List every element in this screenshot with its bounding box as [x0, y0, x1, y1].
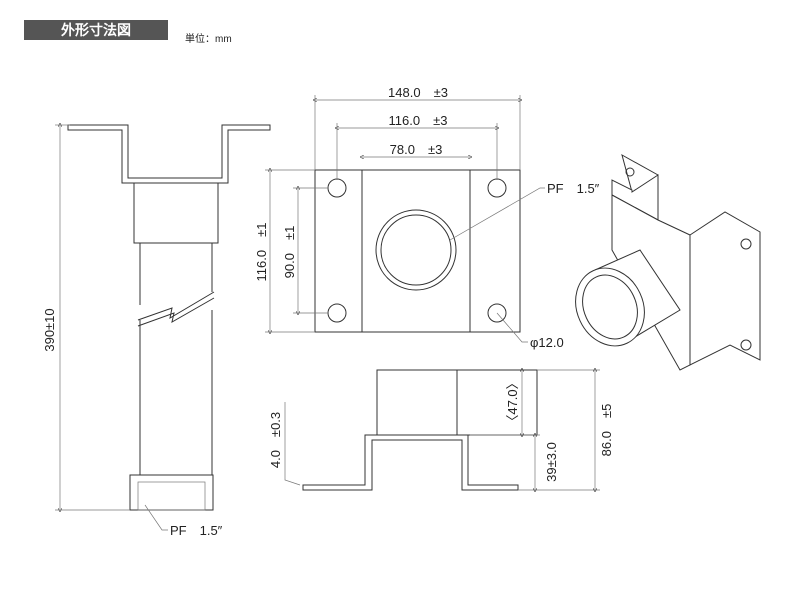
socket-dimension: 〈47.0〉	[505, 376, 520, 427]
bracket-height-dimension: 39±3.0	[544, 442, 559, 482]
hole-diameter-label: φ12.0	[530, 335, 564, 350]
width-holes-dimension: 116.0 ±3	[389, 113, 448, 128]
bracket-side-view: 4.0 ±0.3 〈47.0〉 39±3.0 86.0 ±5	[268, 370, 614, 490]
plate-top-view: 148.0 ±3 116.0 ±3 78.0 ±3 116.0 ±1 90.0 …	[254, 85, 600, 350]
width-outer-dimension: 148.0 ±3	[388, 85, 448, 100]
width-inner-dimension: 78.0 ±3	[390, 142, 443, 157]
pipe-side-view: 390±10 PF 1.5″	[42, 125, 271, 538]
unit-label: 単位：mm	[185, 34, 232, 45]
top-thread-label: PF 1.5″	[547, 181, 600, 196]
height-outer-dimension: 116.0 ±1	[254, 223, 269, 282]
height-holes-dimension: 90.0 ±1	[282, 226, 297, 279]
drawing-title: 外形寸法図	[24, 20, 168, 40]
length-dimension: 390±10	[42, 308, 57, 351]
left-thread-label: PF 1.5″	[170, 523, 223, 538]
bracket-isometric-view	[575, 153, 761, 371]
thickness-dimension: 4.0 ±0.3	[268, 412, 283, 468]
total-height-dimension: 86.0 ±5	[599, 404, 614, 457]
